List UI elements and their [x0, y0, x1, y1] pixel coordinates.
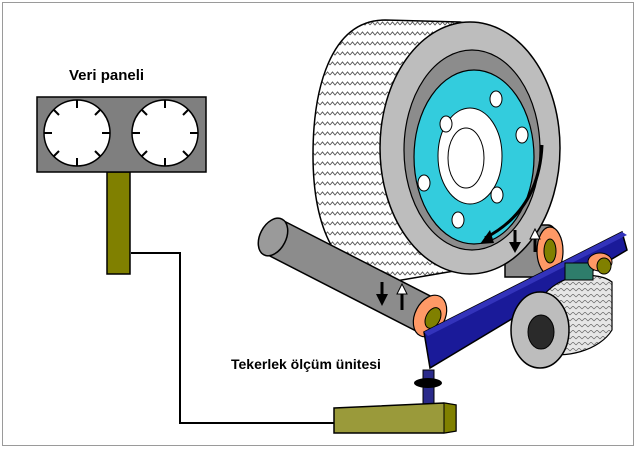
- rotation-arrow-icon: [376, 227, 541, 310]
- diagram-border: [2, 2, 634, 446]
- data-panel-label: Veri paneli: [69, 67, 145, 84]
- front-roller: [257, 217, 448, 338]
- data-panel: [36, 96, 207, 275]
- gauge-icon: [131, 99, 199, 167]
- lug-bolts: [417, 90, 529, 229]
- rotation-arrow-icon: [480, 144, 544, 244]
- measurement-unit-label: Tekerlek ölçüm ünitesi: [231, 356, 381, 372]
- measurement-base: [333, 369, 457, 434]
- motor: [510, 252, 613, 369]
- signal-cable: [131, 252, 334, 424]
- gauge-icon: [43, 99, 111, 167]
- panel-stand: [106, 171, 131, 275]
- tire: [312, 19, 561, 283]
